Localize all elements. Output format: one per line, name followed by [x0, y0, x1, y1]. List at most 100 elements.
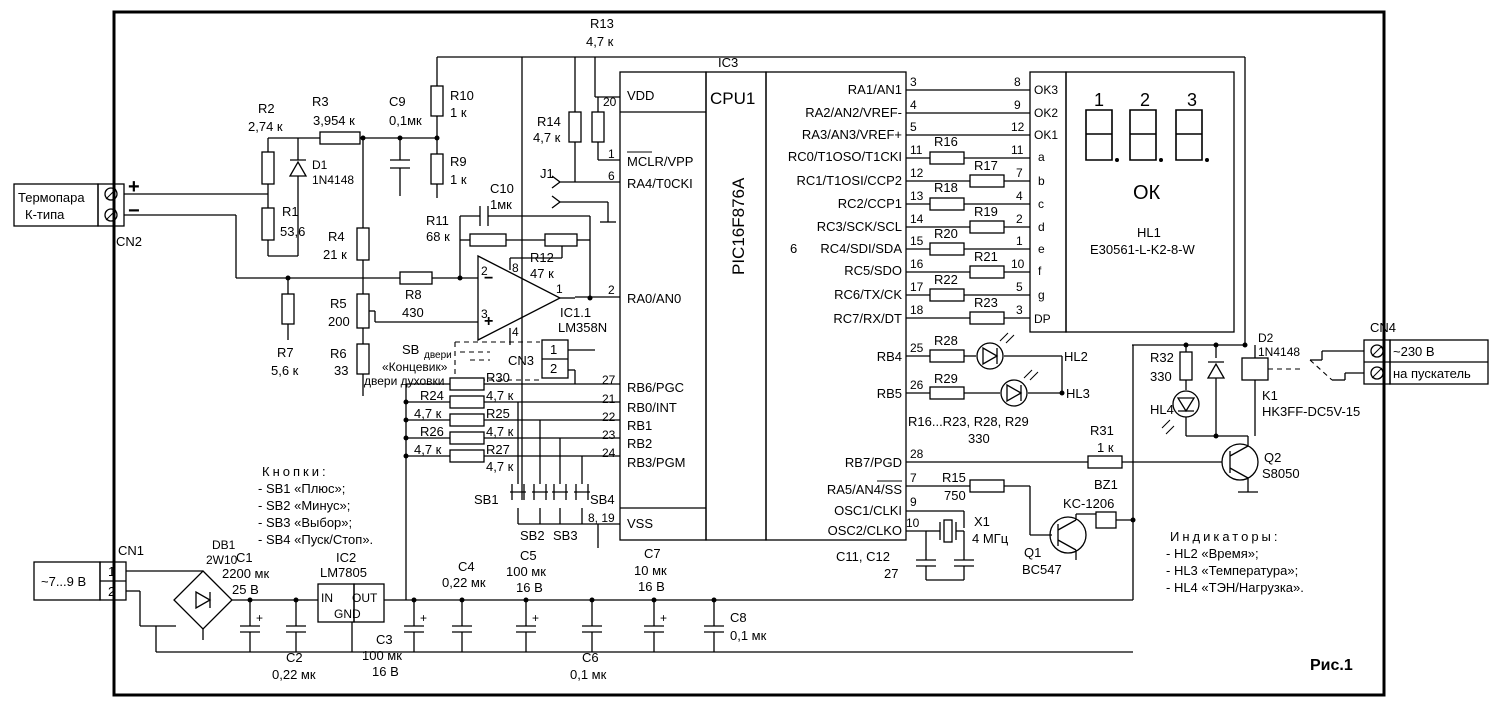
r11-label: R11	[426, 213, 449, 228]
cn4-label: CN4	[1370, 320, 1396, 335]
pinno-6: 6	[608, 169, 615, 183]
door-sb-line1: «Концевик»	[382, 360, 448, 374]
buttons-legend-item-4: - SB4 «Пуск/Стоп».	[258, 532, 373, 547]
opamp-part: LM358N	[558, 320, 607, 335]
ic2-label: IC2	[336, 550, 356, 565]
pinno-1: 1	[608, 147, 615, 161]
rpin-5: 5	[910, 120, 917, 134]
figure-label: Рис.1	[1310, 657, 1353, 674]
pin-rc7: RC7/RX/DT	[833, 311, 902, 326]
buttons-legend: Кнопки: - SB1 «Плюс»; - SB2 «Минус»; - S…	[258, 464, 373, 547]
q2-label: Q2	[1264, 450, 1281, 465]
power-in-label: ~7...9 В	[41, 574, 86, 589]
opamp-minus-sign: −	[484, 270, 493, 287]
r30-label: R30	[486, 370, 510, 385]
sb3-label: SB3	[553, 528, 578, 543]
rpin-11: 11	[910, 143, 923, 157]
r15-label: R15	[942, 470, 966, 485]
opamp-ic1: − + 3 2 1 8 4 IC1.1 LM358N R11 68 к C10 …	[426, 181, 607, 345]
r29-label: R29	[934, 371, 958, 386]
ic2-out: OUT	[352, 591, 378, 605]
pin-rb1: RB1	[627, 418, 652, 433]
pin-rc0: RC0/T1OSO/T1CKI	[788, 149, 902, 164]
pinno-21: 21	[602, 392, 616, 406]
pin-ra1: RA1/AN1	[848, 82, 902, 97]
c7-label: C7	[644, 546, 661, 561]
pin-rc3: RC3/SCK/SCL	[817, 219, 902, 234]
r24-label: R24	[420, 388, 444, 403]
pin-rb2: RB2	[627, 436, 652, 451]
pinno-24: 24	[602, 446, 616, 460]
disp-digit-1: 1	[1094, 90, 1104, 110]
disp-ok-text: ОК	[1133, 182, 1161, 204]
r1-label: R1	[282, 204, 299, 219]
disp-pin-d: d	[1038, 220, 1045, 234]
opamp-pin2: 2	[481, 264, 488, 278]
r22-label: R22	[934, 272, 958, 287]
rpin-18: 18	[910, 303, 924, 317]
buttons-network: R30 R24 4,7 к 4,7 к R25 R26 4,7 к 4,7 к …	[403, 370, 615, 600]
r10-value: 1 к	[450, 105, 467, 120]
svg-text:+: +	[532, 611, 539, 625]
db1-value: 2W10	[206, 553, 238, 567]
rpin-3: 3	[910, 75, 917, 89]
pin-ra3: RA3/AN3/VREF+	[802, 127, 902, 142]
mcu-name: CPU1	[710, 89, 755, 108]
c10-value: 1мк	[490, 197, 512, 212]
c2-value: 0,22 мк	[272, 667, 316, 682]
leds-hl2-hl3: HL2 HL3 R28 R29 25 26 R16...R23, R28, R2…	[906, 332, 1090, 446]
dpin-10: 10	[1011, 257, 1025, 271]
door-sb-sub: двери	[424, 350, 452, 361]
cn3-pin2: 2	[550, 361, 557, 376]
sb4-label: SB4	[590, 492, 615, 507]
rpin-17: 17	[910, 280, 924, 294]
svg-text:+: +	[420, 611, 427, 625]
c5-label: C5	[520, 548, 537, 563]
r1-value: 53,6	[280, 224, 305, 239]
r11-value: 68 к	[426, 229, 450, 244]
c11c12-label: C11, C12	[836, 549, 890, 564]
opamp-pin8: 8	[512, 261, 519, 275]
cn3-label: CN3	[508, 353, 534, 368]
r31-label: R31	[1090, 423, 1114, 438]
k1-value: HK3FF-DC5V-15	[1262, 404, 1360, 419]
cn1-pin1: 1	[108, 564, 115, 579]
pinno-819: 8, 19	[588, 511, 615, 525]
thermo-label2: К-типа	[25, 207, 65, 222]
indicators-legend: Индикаторы: - HL2 «Время»; - HL3 «Темпер…	[1166, 529, 1304, 595]
r14-value: 4,7 к	[533, 130, 561, 145]
c5-value: 100 мк	[506, 564, 546, 579]
disp-pin-a: a	[1038, 150, 1045, 164]
rpin-15: 15	[910, 234, 924, 248]
door-sb-label: SB	[402, 342, 419, 357]
pin-rb0: RB0/INT	[627, 400, 677, 415]
dpin-11: 11	[1011, 143, 1024, 157]
r27-label: R27	[486, 442, 510, 457]
d1-value: 1N4148	[312, 173, 354, 187]
opamp-plus-sign: +	[484, 313, 493, 330]
sb2-label: SB2	[520, 528, 545, 543]
pin-rc1: RC1/T1OSI/CCP2	[797, 173, 902, 188]
disp-digit-3: 3	[1187, 90, 1197, 110]
dpin-5: 5	[1016, 280, 1023, 294]
r18-label: R18	[934, 180, 958, 195]
r16-label: R16	[934, 134, 958, 149]
j1-label: J1	[540, 166, 554, 181]
hl4-label: HL4	[1150, 402, 1174, 417]
r26-value: 4,7 к	[486, 424, 514, 439]
buttons-legend-title: Кнопки:	[262, 464, 329, 479]
pin-ra0: RA0/AN0	[627, 291, 681, 306]
disp-digit-2: 2	[1140, 90, 1150, 110]
bz1-label: BZ1	[1094, 477, 1118, 492]
seven-segment-digits	[1085, 109, 1209, 162]
pin-vss: VSS	[627, 516, 653, 531]
indicators-legend-title: Индикаторы:	[1170, 529, 1281, 544]
x1-label: X1	[974, 514, 990, 529]
r6-value: 33	[334, 363, 348, 378]
c8-value: 0,1 мк	[730, 628, 767, 643]
buttons-legend-item-3: - SB3 «Выбор»;	[258, 515, 352, 530]
r32-label: R32	[1150, 350, 1174, 365]
opamp-ref: IC1.1	[560, 305, 591, 320]
indicators-legend-item-2: - HL3 «Температура»;	[1166, 563, 1298, 578]
